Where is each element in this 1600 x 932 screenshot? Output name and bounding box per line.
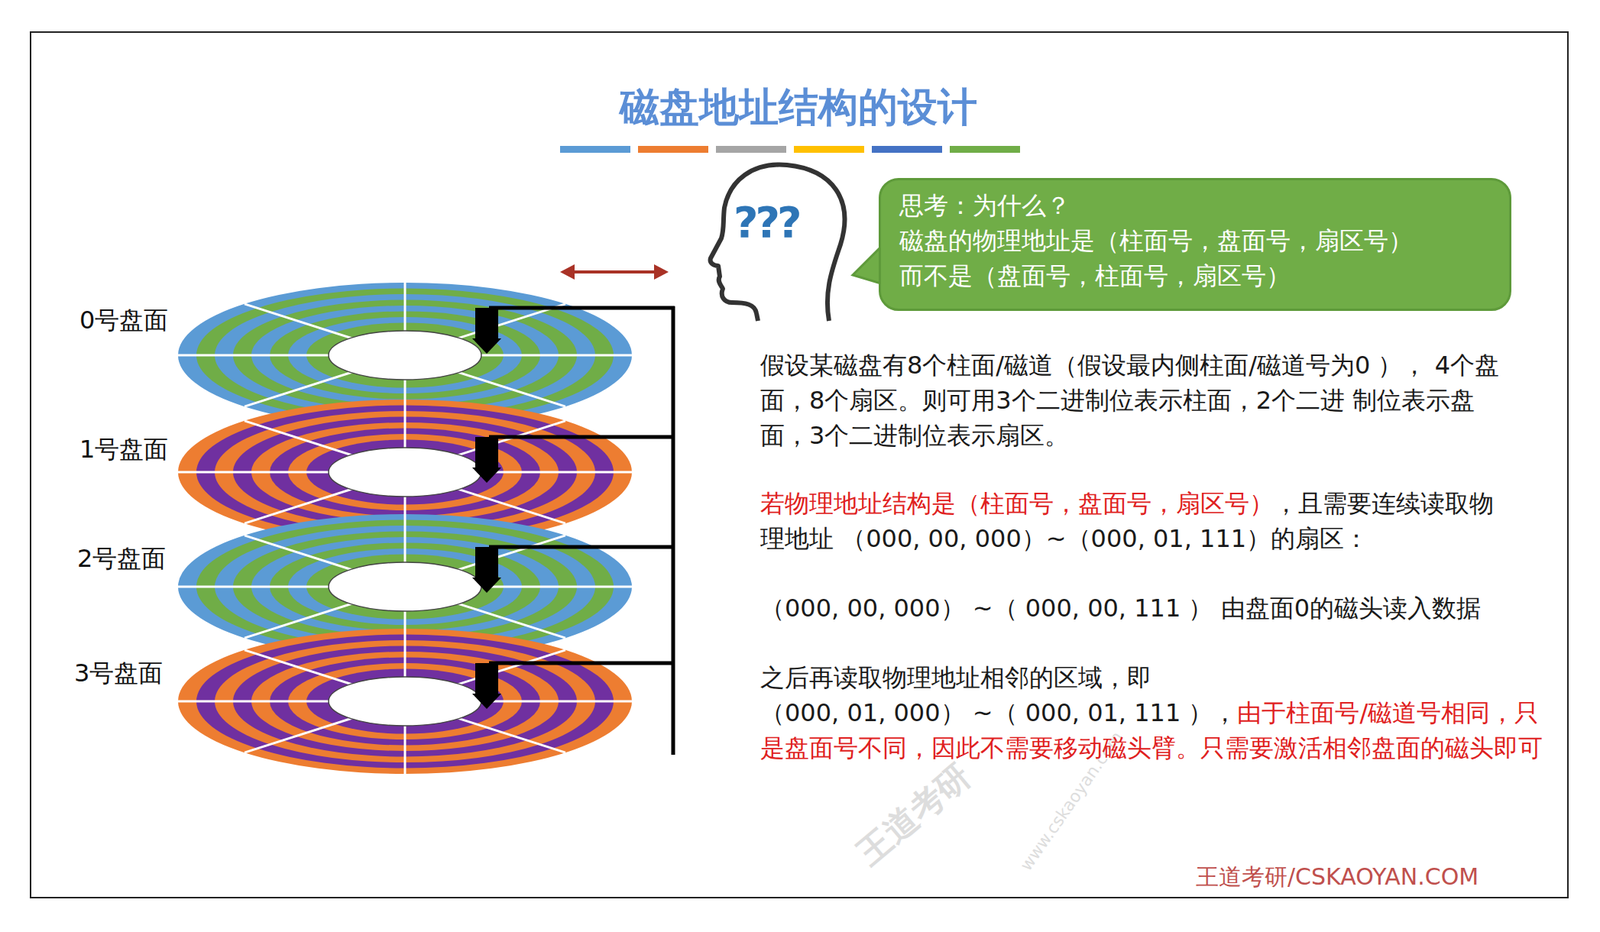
body-text: 假设某磁盘有8个柱面/磁道（假设最内侧柱面/磁道号为0 ）， 4个盘面，8个扇区… bbox=[760, 350, 1500, 451]
text-paragraph: （000, 00, 000） ~（ 000, 00, 111 ） 由盘面0的磁头… bbox=[760, 590, 1555, 626]
text-paragraph: 之后再读取物理地址相邻的区域，即 bbox=[760, 660, 1555, 696]
title-bars bbox=[560, 145, 1021, 153]
platter-label: 3号盘面 bbox=[74, 657, 163, 691]
footer-brand: 王道考研/CSKAOYAN.COM bbox=[1195, 861, 1479, 894]
read-head bbox=[472, 437, 502, 483]
bubble-text: 思考：为什么？ bbox=[899, 187, 1491, 224]
read-head bbox=[472, 307, 502, 354]
body-text: 若物理地址结构是（柱面号，盘面号，扇区号） bbox=[760, 489, 1274, 519]
head-arm bbox=[472, 306, 675, 755]
watermark: 王道考研 bbox=[848, 754, 981, 875]
head-outline bbox=[710, 165, 846, 321]
text-paragraph: 若物理地址结构是（柱面号，盘面号，扇区号），且需要连续读取物理地址 （000, … bbox=[760, 485, 1517, 557]
bubble-text: 磁盘的物理地址是（柱面号，盘面号，扇区号） bbox=[899, 223, 1491, 259]
read-head bbox=[472, 547, 502, 593]
read-head bbox=[472, 663, 502, 710]
body-text: （000, 01, 000） ~（ 000, 01, 111 ）， bbox=[760, 698, 1238, 728]
question-marks: ??? bbox=[733, 197, 799, 247]
platters bbox=[178, 282, 632, 775]
body-text: （000, 00, 000） ~（ 000, 00, 111 ） 由盘面0的磁头… bbox=[760, 593, 1481, 623]
slide-frame bbox=[30, 32, 1568, 898]
platter-label: 0号盘面 bbox=[79, 304, 169, 338]
platter-label: 2号盘面 bbox=[77, 542, 166, 577]
text-paragraph: （000, 01, 000） ~（ 000, 01, 111 ），由于柱面号/磁… bbox=[760, 695, 1555, 766]
slide-title: 磁盘地址结构的设计 bbox=[0, 82, 1599, 132]
body-text: 之后再读取物理地址相邻的区域，即 bbox=[760, 663, 1152, 693]
speech-bubble: 思考：为什么？磁盘的物理地址是（柱面号，盘面号，扇区号）而不是（盘面号，柱面号，… bbox=[878, 178, 1512, 311]
text-paragraph: 假设某磁盘有8个柱面/磁道（假设最内侧柱面/磁道号为0 ）， 4个盘面，8个扇区… bbox=[760, 347, 1517, 454]
double-arrow bbox=[560, 264, 669, 280]
bubble-text: 而不是（盘面号，柱面号，扇区号） bbox=[899, 258, 1491, 294]
platter-label: 1号盘面 bbox=[79, 433, 169, 467]
platter bbox=[178, 628, 632, 775]
